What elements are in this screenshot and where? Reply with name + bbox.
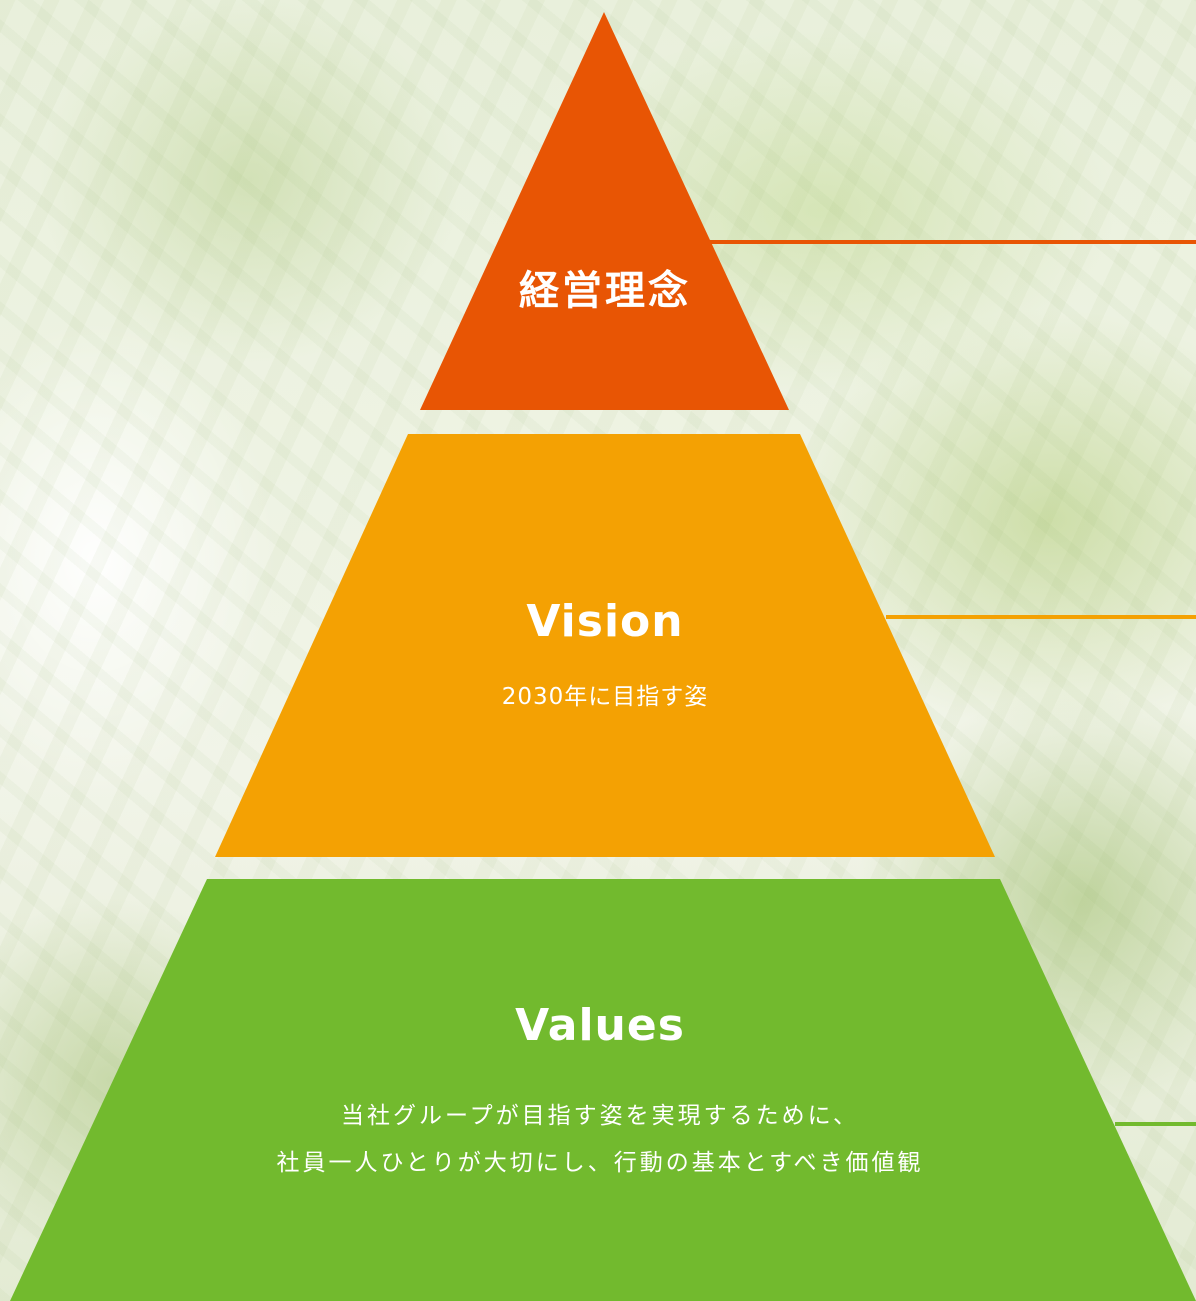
pyramid-tier-philosophy	[420, 12, 789, 410]
values-description-line-2: 社員一人ひとりが大切にし、行動の基本とすべき価値観	[276, 1150, 924, 1176]
vision-subtitle: 2030年に目指す姿	[501, 684, 709, 710]
pyramid-tier-values	[10, 879, 1196, 1301]
pyramid-tier-vision	[215, 434, 995, 857]
vision-title: Vision	[526, 596, 684, 647]
values-description-line-1: 当社グループが目指す姿を実現するために、	[341, 1103, 859, 1129]
philosophy-title: 経営理念	[519, 268, 691, 314]
values-description: 当社グループが目指す姿を実現するために、 社員一人ひとりが大切にし、行動の基本と…	[150, 1093, 1050, 1187]
values-title: Values	[515, 1000, 685, 1051]
